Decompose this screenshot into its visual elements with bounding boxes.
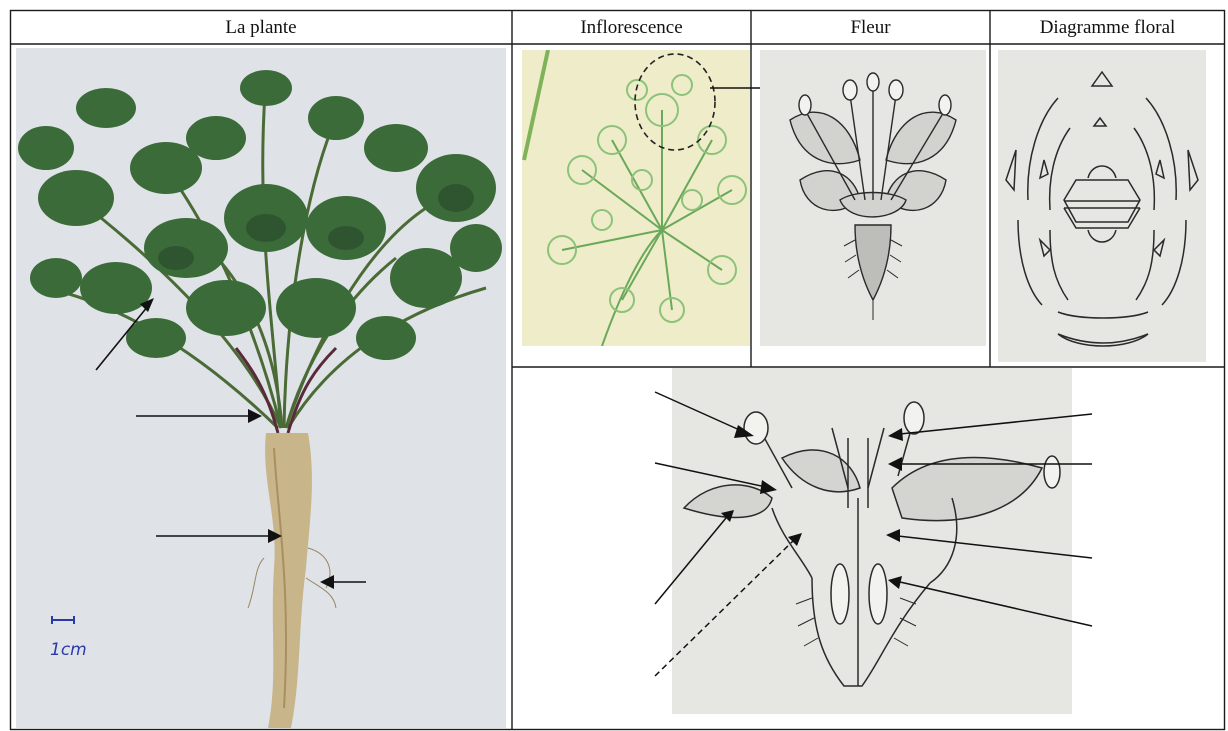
header-floral-diagram: Diagramme floral [990,10,1225,46]
flower-sketch [760,50,986,346]
plant-photo: 1cm [16,48,506,728]
floral-diagram-sketch [998,50,1206,362]
header-flower: Fleur [751,10,990,46]
header-inflorescence: Inflorescence [512,10,751,46]
flower-section-sketch [672,368,1072,714]
scale-label: 1cm [50,640,87,660]
header-plant: La plante [10,10,512,46]
